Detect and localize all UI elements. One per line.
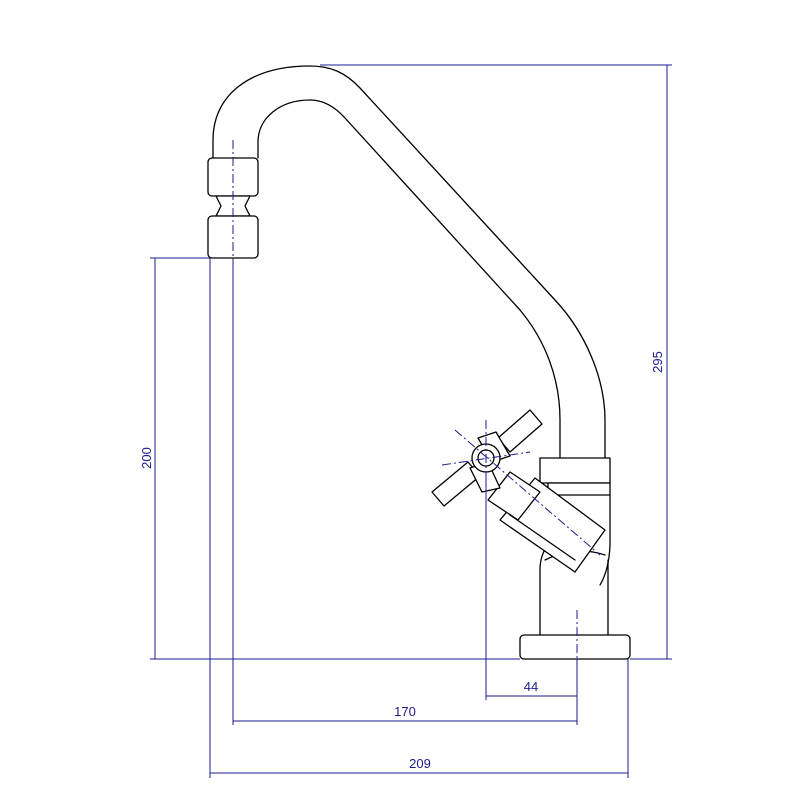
spout-reach-label: 170 xyxy=(394,704,416,719)
spout-inner-contour xyxy=(257,99,561,461)
handle-centerline-horizontal xyxy=(441,451,531,466)
valve-stem-collar xyxy=(487,471,541,521)
spout xyxy=(212,65,606,461)
center-lines xyxy=(232,140,601,680)
dimension-lines xyxy=(150,64,672,778)
handle-arm-upper-right xyxy=(497,409,543,453)
valve-centerline xyxy=(454,429,601,556)
valve-cartridge xyxy=(487,471,606,573)
valve-housing-line xyxy=(509,514,576,561)
base-flange xyxy=(519,634,631,660)
overall-width-label: 209 xyxy=(409,756,431,771)
faucet-body xyxy=(519,457,631,660)
body-collar xyxy=(539,457,611,484)
dimension-labels: 295 200 44 170 209 xyxy=(139,351,665,771)
outlet-height-label: 200 xyxy=(139,447,154,469)
spout-outer-contour xyxy=(212,65,606,461)
total-height-label: 295 xyxy=(650,351,665,373)
body-collar-lower xyxy=(547,482,611,496)
handle-offset-label: 44 xyxy=(524,679,538,694)
